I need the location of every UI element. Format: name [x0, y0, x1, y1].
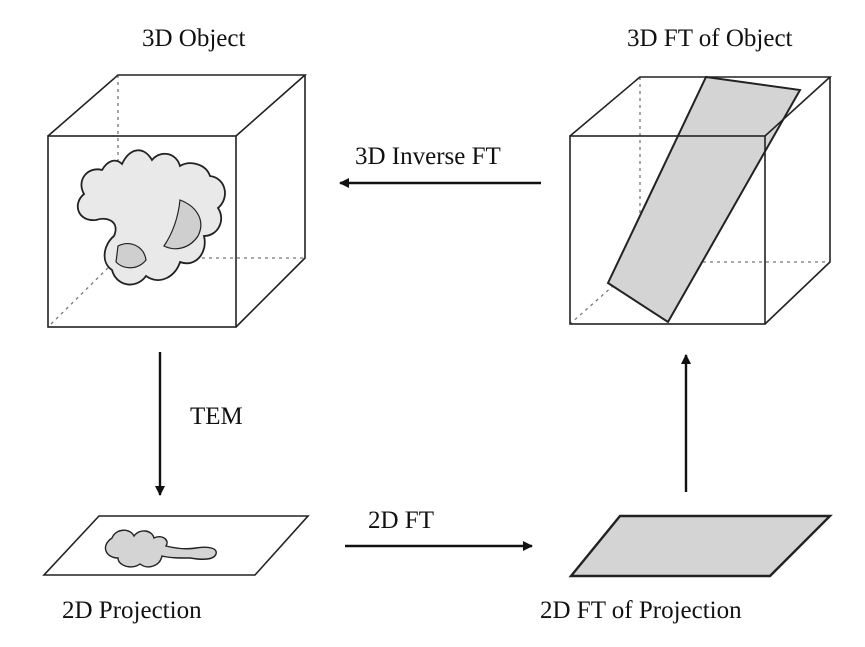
ft-cube-frame: [569, 76, 833, 325]
label-3d-object: 3D Object: [142, 25, 246, 52]
central-slice-plane: [606, 75, 802, 324]
label-2d-projection: 2D Projection: [62, 597, 202, 624]
projection-plane: [42, 515, 310, 576]
label-2d-ft: 2D FT: [368, 507, 434, 534]
object-blob: [76, 149, 226, 286]
projection-blob: [104, 529, 217, 568]
label-2d-ft-of-projection: 2D FT of Projection: [540, 597, 742, 624]
object-cube: [47, 74, 308, 328]
label-3d-ft-of-object: 3D FT of Object: [627, 25, 793, 52]
label-tem: TEM: [190, 403, 243, 430]
ft-projection-plane: [568, 514, 833, 578]
label-3d-inverse-ft: 3D Inverse FT: [355, 143, 501, 170]
